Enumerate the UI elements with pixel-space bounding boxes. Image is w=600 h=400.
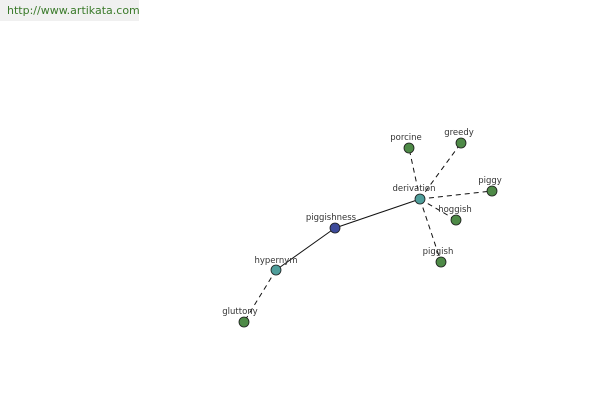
node-circle-hoggish[interactable] bbox=[450, 214, 462, 226]
node-circle-porcine[interactable] bbox=[403, 142, 415, 154]
edge-piggishness-derivation bbox=[334, 198, 421, 229]
node-label-hoggish: hoggish bbox=[438, 205, 472, 215]
node-hoggish[interactable]: hoggish bbox=[438, 205, 472, 226]
node-gluttony[interactable]: gluttony bbox=[222, 307, 258, 328]
node-circle-piggish[interactable] bbox=[435, 256, 447, 268]
node-label-hypernym: hypernym bbox=[254, 256, 297, 266]
node-porcine[interactable]: porcine bbox=[390, 133, 422, 154]
node-piggishness[interactable]: piggishness bbox=[306, 213, 357, 234]
node-label-derivation: derivation bbox=[392, 184, 435, 194]
node-circle-piggy[interactable] bbox=[486, 185, 498, 197]
node-greedy[interactable]: greedy bbox=[444, 128, 474, 149]
node-label-piggy: piggy bbox=[478, 176, 502, 186]
node-label-porcine: porcine bbox=[390, 133, 422, 143]
node-label-piggish: piggish bbox=[423, 247, 454, 257]
edge-derivation-greedy bbox=[419, 142, 462, 200]
node-circle-derivation[interactable] bbox=[414, 193, 426, 205]
node-piggish[interactable]: piggish bbox=[423, 247, 454, 268]
node-derivation[interactable]: derivation bbox=[392, 184, 436, 205]
edge-hypernym-gluttony bbox=[243, 269, 277, 323]
edge-derivation-hoggish bbox=[419, 198, 457, 221]
node-circle-piggishness[interactable] bbox=[329, 222, 341, 234]
node-circle-greedy[interactable] bbox=[455, 137, 467, 149]
node-label-greedy: greedy bbox=[444, 128, 474, 138]
node-circle-gluttony[interactable] bbox=[238, 316, 250, 328]
node-label-piggishness: piggishness bbox=[306, 213, 357, 223]
edge-piggishness-hypernym bbox=[275, 227, 336, 271]
site-url-link[interactable]: http://www.artikata.com bbox=[0, 0, 140, 21]
edge-derivation-piggish bbox=[419, 198, 442, 263]
node-circle-hypernym[interactable] bbox=[270, 264, 282, 276]
node-piggy[interactable]: piggy bbox=[478, 176, 502, 197]
edge-derivation-piggy bbox=[419, 190, 493, 200]
node-hypernym[interactable]: hypernym bbox=[254, 256, 298, 276]
node-label-gluttony: gluttony bbox=[222, 307, 257, 317]
nodes-layer: piggishness derivation hypernym porcine gree… bbox=[222, 128, 502, 328]
edges-layer bbox=[243, 142, 493, 323]
